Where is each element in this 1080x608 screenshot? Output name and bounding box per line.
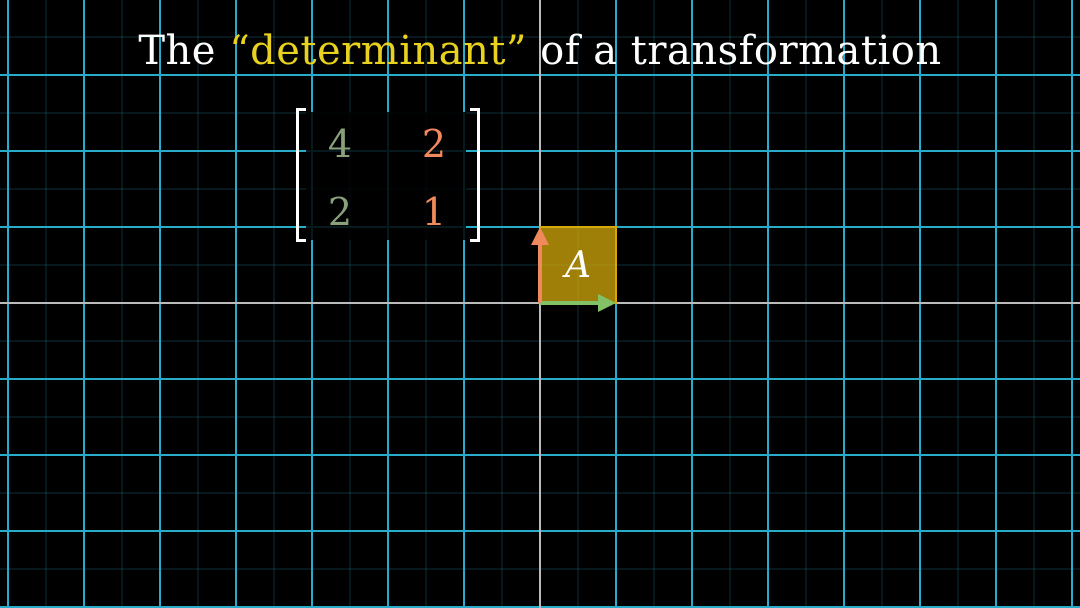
j-hat-arrowhead [531,227,549,245]
matrix-left-bracket [296,108,306,242]
area-label: A [565,245,591,286]
matrix-background [306,112,466,240]
title-prefix: The [138,28,230,74]
matrix-entry-a12: 2 [421,122,447,166]
matrix: 4 2 2 1 [296,108,480,244]
title-highlight: “determinant” [229,28,527,74]
i-hat-arrowhead [598,294,616,312]
matrix-entry-a22: 1 [421,190,447,234]
matrix-entry-a11: 4 [327,122,353,166]
matrix-entry-a21: 2 [327,190,353,234]
matrix-right-bracket [470,108,480,242]
title-suffix: of a transformation [526,28,942,74]
title: The “determinant” of a transformation [0,28,1080,74]
